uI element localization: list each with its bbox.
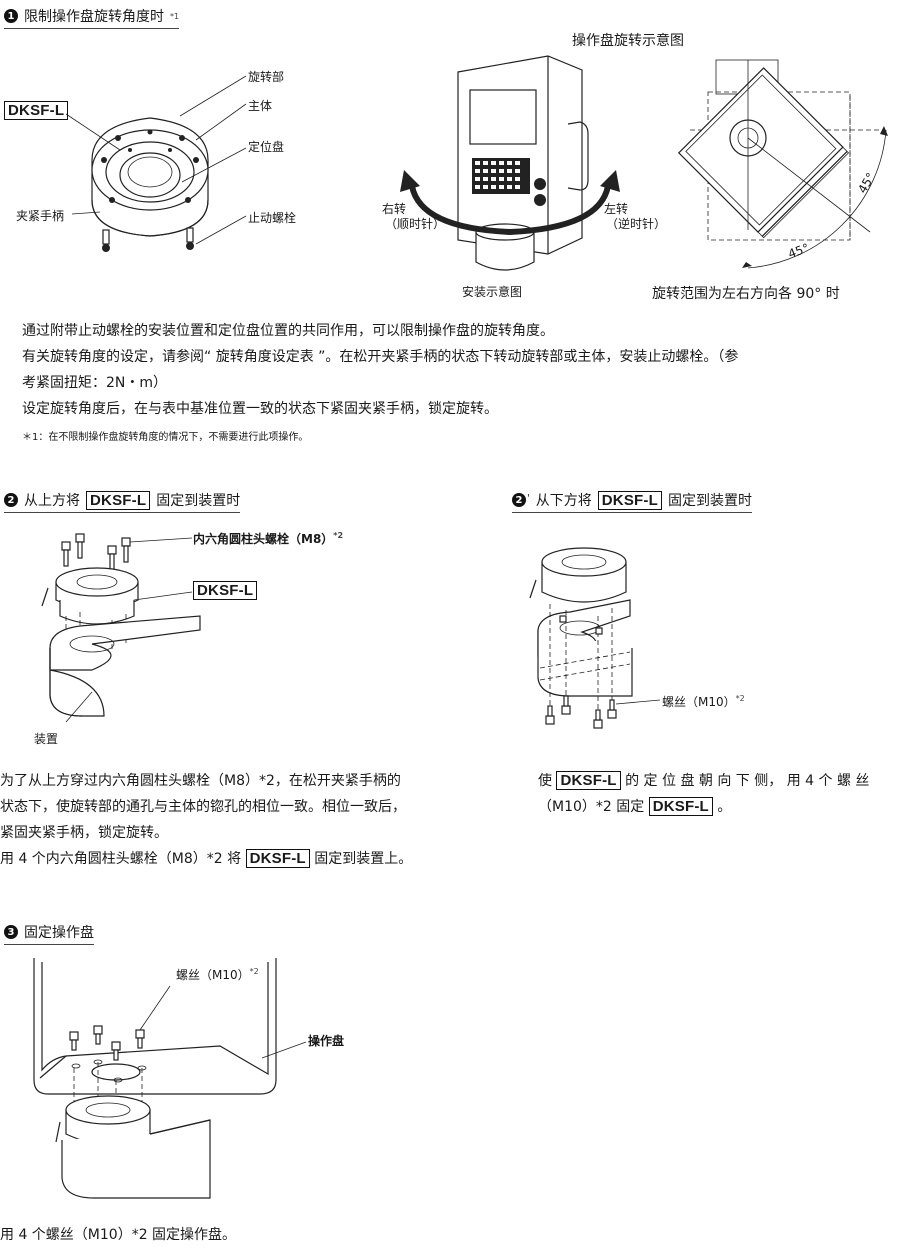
paragraph-line: 紧固夹紧手柄，锁定旋转。 <box>0 825 168 841</box>
label-operation-panel: 操作盘 <box>308 1034 345 1048</box>
paragraph-line: 设定旋转角度后，在与表中基准位置一致的状态下紧固夹紧手柄，锁定旋转。 <box>22 401 498 417</box>
label-right-turn-sub: （顺时针） <box>385 217 446 231</box>
paragraph-line: （M10）*2 固定 DKSF-L 。 <box>538 797 732 816</box>
step-number-2: 2 <box>4 493 18 507</box>
screw-label-m10-a: 螺丝（M10）*2 <box>662 694 745 709</box>
label-positioning-disc: 定位盘 <box>248 140 285 154</box>
section-2b-title-pre: 从下方将 <box>535 493 592 509</box>
section-2b-title: 2' 从下方将 DKSF-L 固定到装置时 <box>512 490 752 513</box>
section-3-title: 3 固定操作盘 <box>4 922 94 945</box>
paragraph-line: 通过附带止动螺栓的安装位置和定位盘位置的共同作用，可以限制操作盘的旋转角度。 <box>22 323 554 339</box>
paragraph-line: 有关旋转角度的设定，请参阅“ 旋转角度设定表 ”。在松开夹紧手柄的状态下转动旋转… <box>22 349 739 365</box>
section-2-title: 2 从上方将 DKSF-L 固定到装置时 <box>4 490 241 513</box>
step-number-2b: 2 <box>512 493 526 507</box>
dksf-label-1: DKSF-L <box>4 100 69 120</box>
section-2-title-post: 固定到装置时 <box>156 493 241 509</box>
section-2b-body: 使 DKSF-L 的 定 位 盘 朝 向 下 侧， 用 4 个 螺 丝 （M10… <box>538 768 908 820</box>
section-1-title: 1 限制操作盘旋转角度时 *1 <box>4 6 180 29</box>
section-1-title-text: 限制操作盘旋转角度时 <box>24 9 164 25</box>
dksf-badge: DKSF-L <box>556 771 621 790</box>
label-clamp-handle: 夹紧手柄 <box>16 209 65 223</box>
label-stop-bolt: 止动螺栓 <box>248 211 297 225</box>
bolt-label-m8: 内六角圆柱头螺栓（M8）*2 <box>193 531 344 546</box>
dksf-badge: DKSF-L <box>86 490 151 510</box>
dksf-badge: DKSF-L <box>648 797 713 816</box>
label-install-diagram: 安装示意图 <box>462 285 523 299</box>
paragraph-line: 考紧固扭矩：2N・m） <box>22 375 168 391</box>
section-3-title-text: 固定操作盘 <box>24 925 94 941</box>
panel-fixing-drawing <box>33 958 307 1199</box>
step-number-3: 3 <box>4 925 18 939</box>
range-caption: 旋转范围为左右方向各 90° 时 <box>652 286 840 302</box>
dksf-label-2: DKSF-L <box>193 580 258 600</box>
label-device: 装置 <box>34 732 59 746</box>
dksf-badge: DKSF-L <box>597 490 662 510</box>
top-mount-drawing <box>41 533 201 723</box>
label-left-turn: 左转 <box>604 202 629 216</box>
section-3-body: 用 4 个螺丝（M10）*2 固定操作盘。 <box>0 1227 237 1243</box>
bottom-mount-drawing <box>529 547 661 729</box>
step-number-1: 1 <box>4 9 18 23</box>
label-right-turn: 右转 <box>382 202 407 216</box>
label-main-body: 主体 <box>248 99 273 113</box>
rotary-unit-drawing <box>65 55 888 271</box>
section-1-body: 通过附带止动螺栓的安装位置和定位盘位置的共同作用，可以限制操作盘的旋转角度。 有… <box>22 318 902 422</box>
label-left-turn-sub: （逆时针） <box>606 217 667 231</box>
section-2-body: 为了从上方穿过内六角圆柱头螺栓（M8）*2，在松开夹紧手柄的 状态下，使旋转部的… <box>0 768 480 872</box>
footnote-1: ＊1：在不限制操作盘旋转角度的情况下，不需要进行此项操作。 <box>22 432 309 443</box>
section-2b-title-post: 固定到装置时 <box>667 493 752 509</box>
label-rotate-part: 旋转部 <box>248 70 285 84</box>
screw-label-m10-b: 螺丝（M10）*2 <box>176 967 259 982</box>
dksf-badge: DKSF-L <box>245 849 310 868</box>
section-2-title-pre: 从上方将 <box>24 493 80 509</box>
paragraph-line: 状态下，使旋转部的通孔与主体的锪孔的相位一致。相位一致后， <box>0 799 406 815</box>
paragraph-line: 使 DKSF-L 的 定 位 盘 朝 向 下 侧， 用 4 个 螺 丝 <box>538 771 870 790</box>
footnote-mark: *1 <box>170 11 180 21</box>
paragraph-line: 为了从上方穿过内六角圆柱头螺栓（M8）*2，在松开夹紧手柄的 <box>0 773 401 789</box>
paragraph-line: 用 4 个内六角圆柱头螺栓（M8）*2 将 DKSF-L 固定到装置上。 <box>0 849 413 868</box>
panel-rotation-diagram-title: 操作盘旋转示意图 <box>572 33 684 49</box>
